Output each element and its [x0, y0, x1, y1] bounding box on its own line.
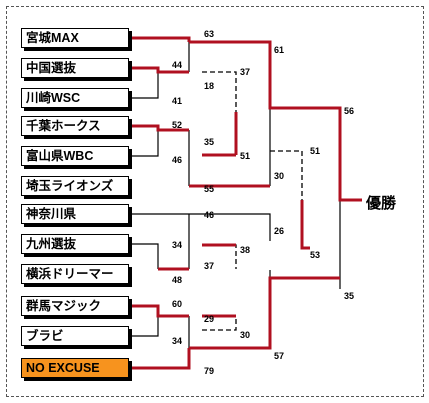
team-saitama-lions: 埼玉ライオンズ	[21, 176, 129, 196]
team-chugoku-senbatsu: 中国選抜	[21, 58, 129, 78]
score-label: 57	[274, 351, 285, 361]
score-label: 51	[240, 151, 251, 161]
score-label: 34	[172, 336, 183, 346]
score-label: 46	[204, 210, 215, 220]
score-label: 18	[204, 81, 215, 91]
score-label: 55	[204, 184, 215, 194]
score-label: 48	[172, 275, 183, 285]
score-label: 37	[204, 261, 215, 271]
score-label: 30	[274, 171, 285, 181]
score-label: 26	[274, 226, 285, 236]
team-kawasaki-wsc: 川崎WSC	[21, 88, 129, 108]
team-miyagi-max: 宮城MAX	[21, 28, 129, 48]
score-label: 60	[172, 299, 183, 309]
score-label: 29	[204, 314, 215, 324]
score-label: 30	[240, 330, 251, 340]
team-chiba-hawks: 千葉ホークス	[21, 116, 129, 136]
champion-label: 優勝	[366, 195, 397, 212]
score-label: 56	[344, 106, 355, 116]
team-kanagawa: 神奈川県	[21, 204, 129, 224]
team-gunma-magic: 群馬マジック	[21, 296, 129, 316]
score-label: 53	[310, 250, 321, 260]
score-label: 41	[172, 96, 183, 106]
score-label: 51	[310, 146, 321, 156]
score-label: 79	[204, 366, 215, 376]
team-kyushu-senbatsu: 九州選抜	[21, 234, 129, 254]
score-label: 38	[240, 245, 251, 255]
team-bravi: ブラビ	[21, 326, 129, 346]
team-yokohama-dreamer: 横浜ドリーマー	[21, 264, 129, 284]
score-label: 61	[274, 45, 285, 55]
bracket-frame	[6, 6, 424, 397]
score-label: 44	[172, 60, 183, 70]
team-toyama-wbc: 富山県WBC	[21, 146, 129, 166]
score-label: 46	[172, 155, 183, 165]
score-label: 63	[204, 29, 215, 39]
score-label: 35	[204, 137, 215, 147]
score-label: 34	[172, 240, 183, 250]
score-label: 52	[172, 120, 183, 130]
score-label: 37	[240, 67, 251, 77]
team-no-excuse: NO EXCUSE	[21, 358, 129, 378]
score-label: 35	[344, 291, 355, 301]
